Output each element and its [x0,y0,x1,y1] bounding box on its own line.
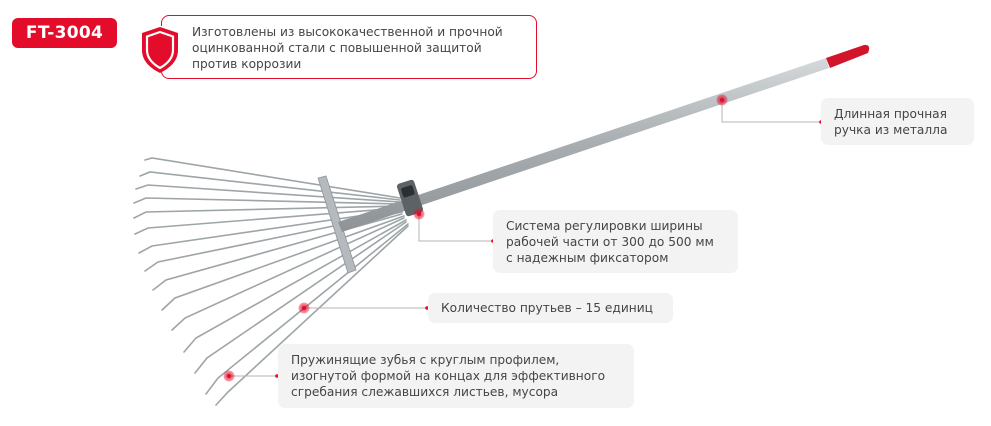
feature-text: Изготовлены из высококачественной и проч… [192,24,528,72]
feature-line: оцинкованной стали с повышенной защитой [192,41,482,55]
callout-line: ручка из металла [834,123,948,137]
callout-line: изогнутой формой на концах для эффективн… [291,369,606,383]
feature-line: против коррозии [192,57,302,71]
marker-adjuster [413,208,495,243]
callout-line: Пружинящие зубья с круглым профилем, [291,353,560,367]
model-badge: FT-3004 [12,18,117,48]
callout-line: с надежным фиксатором [506,251,669,265]
feature-corrosion-protection: Изготовлены из высококачественной и проч… [158,15,537,79]
feature-line: Изготовлены из высококачественной и проч… [192,25,503,39]
callout-line: Количество прутьев – 15 единиц [441,301,653,315]
marker-rods [298,302,429,314]
rake-grip [826,44,870,68]
rake-crossbar [317,175,357,274]
marker-teeth [223,370,279,382]
leader-lines [229,100,821,377]
callout-line: Длинная прочная [834,107,947,121]
callout-width-adjustment: Система регулировки ширины рабочей части… [493,210,738,273]
callout-line: Система регулировки ширины [506,219,703,233]
rake-tines [133,157,409,406]
callout-handle: Длинная прочная ручка из металла [821,98,974,145]
shield-icon [142,27,178,73]
callout-line: рабочей части от 300 до 500 мм [506,235,714,249]
callout-line: сгребания слежавшихся листьев, мусора [291,385,559,399]
callout-spring-teeth: Пружинящие зубья с круглым профилем, изо… [278,344,634,408]
rake-handle [338,58,829,232]
callout-rod-count: Количество прутьев – 15 единиц [428,293,673,323]
